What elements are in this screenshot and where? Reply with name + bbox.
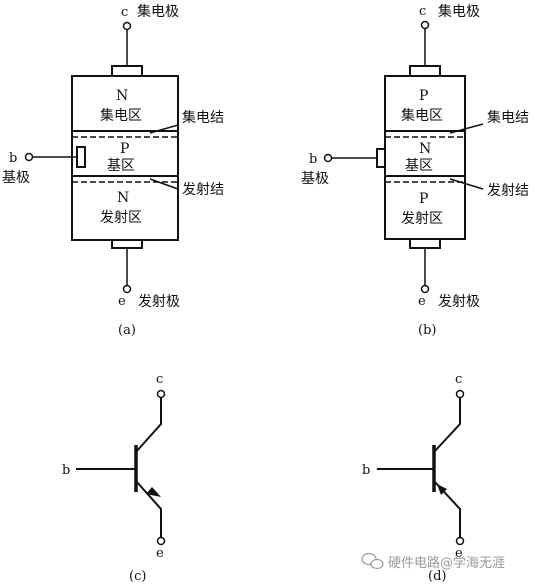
symbol-c-terminal-e: e: [156, 546, 164, 561]
collector-contact-a: [111, 65, 143, 77]
collector-terminal-a: [122, 21, 132, 31]
emitter-junction-pointer-b: [449, 178, 484, 190]
emitter-junction-label-b: 发射结: [487, 183, 529, 199]
base-contact-b: [376, 148, 386, 168]
middle-region-type-a: P: [120, 141, 129, 157]
symbol-c-terminal-b: b: [62, 463, 70, 478]
emitter-junction-pointer-a: [149, 178, 179, 190]
caption-c: (c): [129, 569, 146, 584]
collector-junction-pointer-a: [149, 124, 179, 134]
symbol-d-terminal-e: e: [455, 546, 463, 561]
symbol-d-emitter-arrow: [437, 484, 447, 495]
symbol-c-collector-lead: [135, 398, 162, 453]
emitter-junction-label-a: 发射结: [182, 182, 224, 198]
structure-b: c 集电极 P 集电区 集电结 b 基极 N 基区 发射结 P 发射区 e 发射…: [301, 3, 529, 338]
symbol-c-emitter-arrow: [146, 487, 161, 497]
bottom-region-type-a: N: [117, 190, 129, 206]
emitter-terminal-a: [122, 284, 132, 294]
base-terminal-b: [323, 153, 333, 163]
symbol-c-emitter-lead: [135, 480, 162, 538]
symbol-d-emitter-terminal: [455, 536, 465, 546]
base-contact-a: [76, 146, 86, 168]
terminal-e-label-a: e: [118, 294, 126, 309]
wechat-icon: [361, 552, 384, 570]
symbol-c-collector-terminal: [156, 389, 166, 399]
emitter-contact-b: [409, 238, 441, 249]
emitter-region-label-b: 发射区: [401, 211, 443, 227]
watermark-text: 硬件电路@学海无涯: [388, 555, 505, 571]
collector-region-label-b: 集电区: [401, 107, 443, 124]
base-region-label-a: 基区: [107, 157, 135, 174]
collector-junction-label-b: 集电结: [487, 109, 529, 126]
structure-a: c 集电极 N 集电区 集电结 b 基极 P 基区 发射结 N 发射区 e 发射…: [2, 3, 224, 338]
caption-a: (a): [118, 323, 136, 338]
watermark: 硬件电路@学海无涯: [361, 552, 505, 571]
terminal-c-label-b: c: [419, 4, 426, 19]
terminal-b-label-b: b: [309, 152, 317, 167]
collector-junction-label-a: 集电结: [182, 109, 224, 126]
collector-electrode-label-a: 集电极: [137, 3, 179, 20]
symbol-d-terminal-c: c: [455, 372, 462, 387]
symbol-c-terminal-c: c: [156, 372, 163, 387]
emitter-electrode-label-b: 发射极: [438, 294, 480, 310]
emitter-terminal-b: [420, 284, 430, 294]
top-region-type-b: P: [419, 88, 428, 104]
collector-electrode-label-b: 集电极: [438, 3, 480, 20]
terminal-e-label-b: e: [418, 294, 426, 309]
base-electrode-label-a: 基极: [2, 169, 30, 186]
base-region-label-b: 基区: [405, 157, 433, 174]
symbol-d-collector-terminal: [455, 389, 465, 399]
emitter-electrode-label-a: 发射极: [138, 294, 180, 310]
emitter-contact-a: [111, 239, 143, 249]
collector-contact-b: [409, 65, 441, 77]
top-region-type-a: N: [116, 88, 128, 104]
emitter-region-label-a: 发射区: [100, 210, 142, 226]
symbol-d-emitter-lead: [433, 480, 461, 538]
terminal-c-label-a: c: [121, 5, 128, 20]
terminal-b-label-a: b: [9, 151, 17, 166]
symbol-pnp: c b e (d): [362, 372, 465, 584]
bottom-region-type-b: P: [419, 191, 428, 207]
collector-junction-pointer-b: [449, 123, 484, 134]
base-electrode-label-b: 基极: [301, 170, 329, 187]
symbol-npn: c b e (c): [62, 372, 166, 584]
symbol-d-collector-lead: [433, 398, 461, 453]
caption-b: (b): [418, 323, 436, 338]
caption-d: (d): [428, 569, 446, 584]
base-terminal-a: [24, 152, 34, 162]
middle-region-type-b: N: [419, 141, 431, 157]
collector-terminal-b: [420, 20, 430, 30]
symbol-d-terminal-b: b: [362, 463, 370, 478]
symbol-c-emitter-terminal: [156, 536, 166, 546]
collector-region-label-a: 集电区: [100, 107, 142, 124]
